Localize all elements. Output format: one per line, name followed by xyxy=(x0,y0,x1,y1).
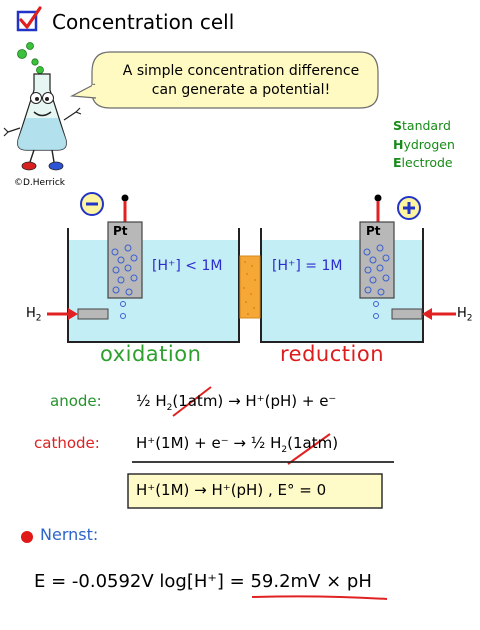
page-title: Concentration cell xyxy=(52,10,235,34)
overall-reaction: H⁺(1M) → H⁺(pH) , E° = 0 xyxy=(136,481,327,499)
she-hydrogen: ydrogen xyxy=(403,136,455,152)
bubble-line-2: can generate a potential! xyxy=(151,82,331,98)
cathode-label: cathode: xyxy=(34,434,100,452)
anode-pressure: (1atm) xyxy=(172,392,224,410)
plus-terminal-icon xyxy=(397,196,421,220)
right-electrode xyxy=(359,194,395,319)
she-e: E xyxy=(393,155,402,170)
she-standard: tandard xyxy=(402,118,451,133)
right-beaker xyxy=(260,228,424,343)
left-concentration: [H⁺] < 1M xyxy=(152,258,223,274)
left-gas-inlet xyxy=(47,308,109,320)
left-electrode xyxy=(107,194,143,319)
right-electrode-label: Pt xyxy=(366,224,381,238)
bullet-icon xyxy=(21,531,33,543)
cathode-pressure: (1atm) xyxy=(287,434,339,452)
result-underline xyxy=(251,595,388,600)
anode-h: H xyxy=(155,392,167,410)
left-beaker xyxy=(67,228,240,343)
anode-label: anode: xyxy=(50,392,102,410)
left-electrode-label: Pt xyxy=(113,224,128,238)
she-h: H xyxy=(393,136,404,152)
checkbox-icon xyxy=(16,6,42,32)
anode-strike xyxy=(172,386,212,417)
anode-equation: ½ H2(1atm) → H⁺(pH) + e⁻ xyxy=(136,392,336,413)
right-gas-inlet xyxy=(391,308,456,320)
cathode-strike xyxy=(287,433,331,465)
bubble-line-1: A simple concentration difference xyxy=(122,63,360,79)
she-electrode: lectrode xyxy=(401,155,453,170)
flask-mascot-icon xyxy=(3,42,82,171)
cathode-equation: H⁺(1M) + e⁻ → ½ H2(1atm) xyxy=(136,434,338,455)
right-gas-label: H2 xyxy=(457,306,473,324)
left-gas-label: H2 xyxy=(26,306,42,324)
speech-bubble xyxy=(69,51,379,109)
anode-fraction: ½ xyxy=(136,392,151,410)
nernst-label: Nernst: xyxy=(40,525,99,544)
overall-reaction-box xyxy=(127,473,383,509)
she-label: Standard Hydrogen Electrode xyxy=(393,117,455,173)
nernst-equation: E = -0.0592V log[H⁺] = 59.2mV × pH xyxy=(34,571,372,592)
reduction-label: reduction xyxy=(280,342,385,366)
speech-bubble-text: A simple concentration difference can ge… xyxy=(100,62,382,100)
cathode-sub: 2 xyxy=(281,445,288,455)
minus-terminal-icon xyxy=(80,192,104,216)
cathode-reactants: H⁺(1M) + e⁻ → xyxy=(136,434,246,452)
anode-sub: 2 xyxy=(166,403,173,413)
nernst-prefix: E = -0.0592V log[H⁺] = xyxy=(34,571,251,592)
cathode-h: H xyxy=(270,434,282,452)
cathode-fraction: ½ xyxy=(250,434,266,452)
oxidation-label: oxidation xyxy=(100,342,202,366)
she-s: S xyxy=(393,118,403,133)
anode-products: → H⁺(pH) + e⁻ xyxy=(228,392,337,410)
nernst-result: 59.2mV × pH xyxy=(250,571,372,592)
author-credit: ©D.Herrick xyxy=(14,178,65,188)
salt-bridge xyxy=(239,255,261,319)
right-concentration: [H⁺] = 1M xyxy=(272,258,343,274)
